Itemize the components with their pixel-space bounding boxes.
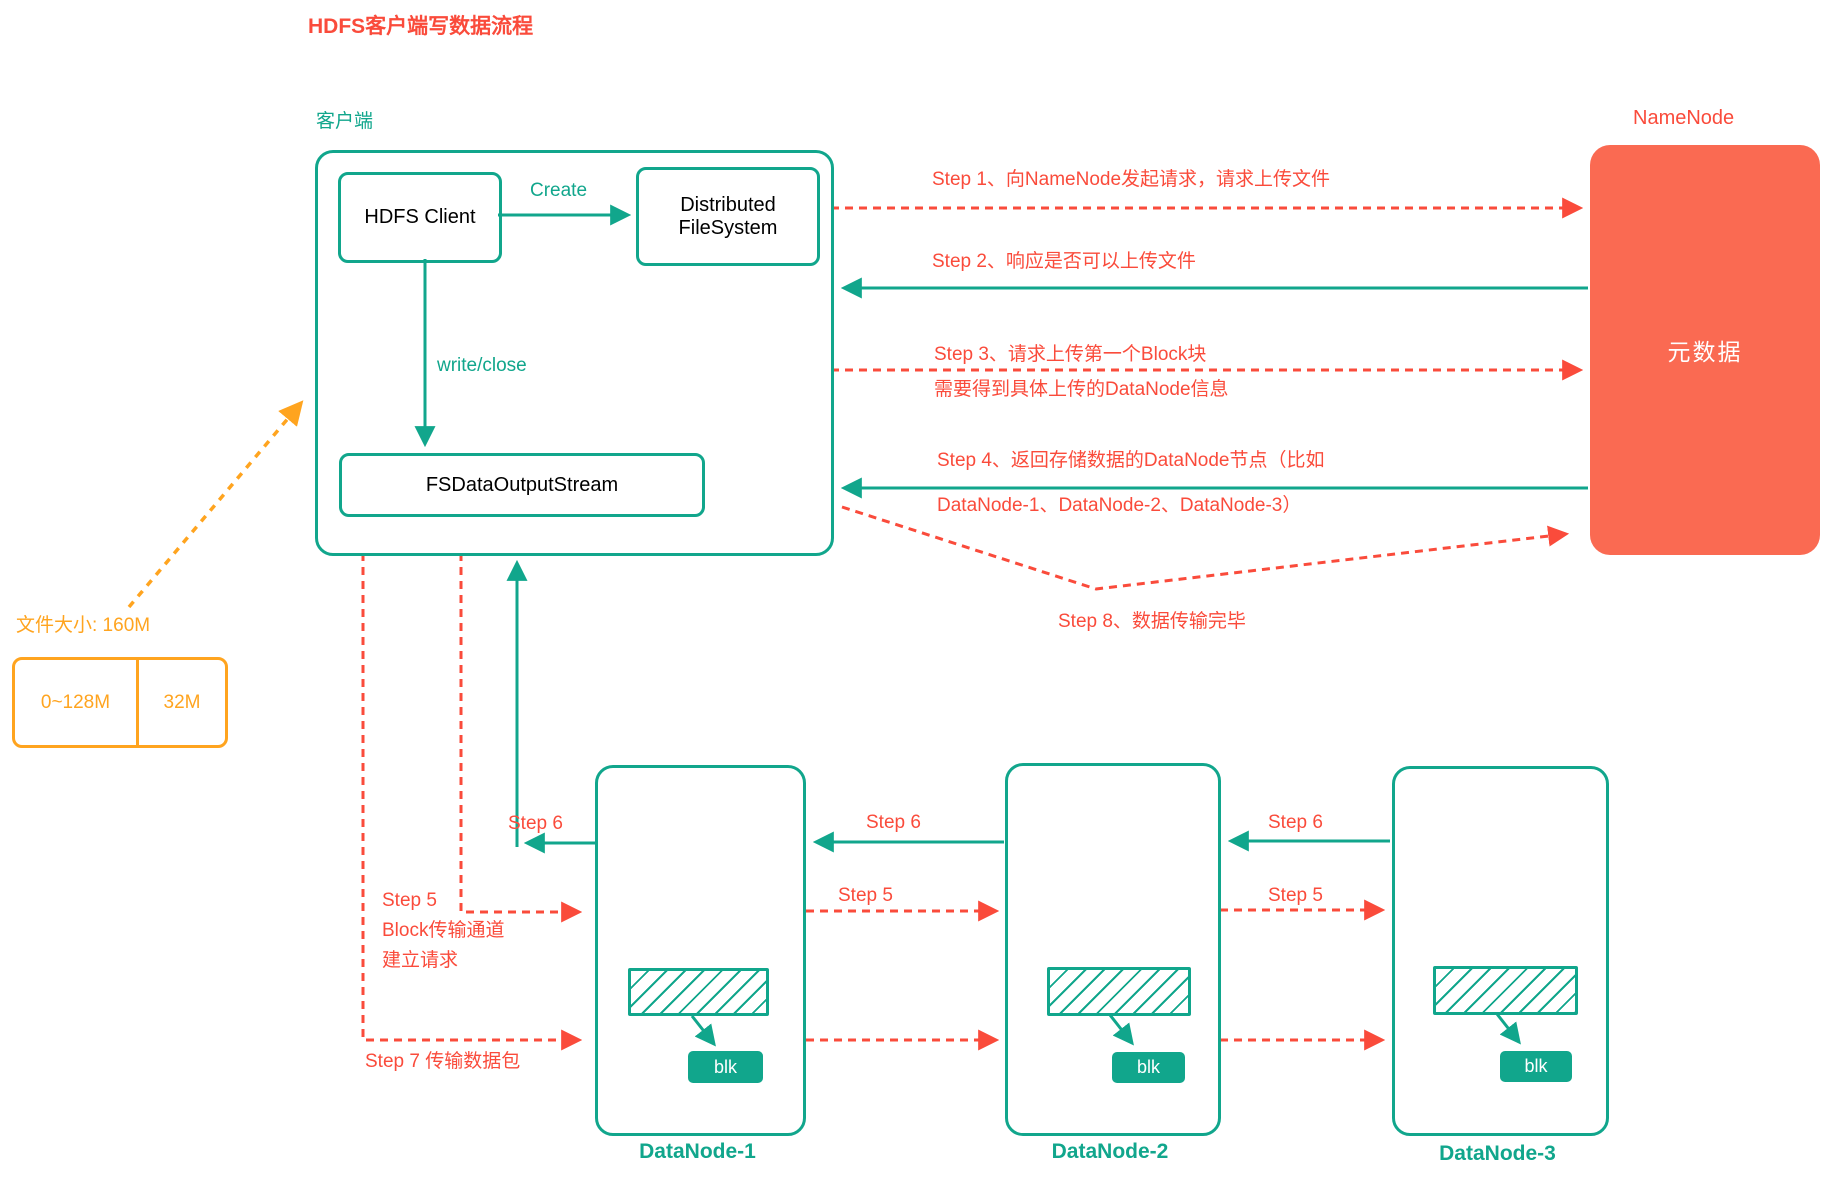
datanode-3-box [1392,766,1609,1136]
datanode-2-blk-label: blk [1136,1057,1160,1077]
datanode-1-blk-label: blk [713,1056,737,1077]
hdfs-client-box: HDFS Client [338,172,502,263]
step8-label: Step 8、数据传输完毕 [1058,611,1246,632]
datanode-3-block-slot [1433,966,1578,1015]
create-label: Create [530,180,588,201]
step5-arrow-client-to-dn1 [459,553,583,923]
step7-label: Step 7 传输数据包 [365,1051,521,1072]
namenode-label: NameNode [1633,107,1735,129]
step5-label-2: Step 5 [838,885,893,906]
blk-arrow-dn3 [1495,1013,1521,1045]
page-title: HDFS客户端写数据流程 [308,15,534,38]
blk-arrow-dn1 [690,1015,716,1047]
dfs-label-line2: FileSystem [678,216,778,239]
namenode-box: 元数据 [1590,145,1820,555]
file-size-label: 文件大小: 160M [16,615,151,636]
datanode-2-block-slot [1047,967,1191,1016]
file-blocks-box: 0~128M 32M [12,657,228,748]
step3-label-line2: 需要得到具体上传的DataNode信息 [934,379,1229,400]
datanode-3-blk-box: blk [1500,1051,1572,1082]
datanode-1-box [595,765,806,1136]
file-block-0-128: 0~128M [15,660,139,745]
step5-detail-line2: 建立请求 [382,950,459,971]
distributed-filesystem-box: Distributed FileSystem [636,167,820,266]
step4-label-line2: DataNode-1、DataNode-2、DataNode-3） [937,495,1302,516]
step6-label-1: Step 6 [508,813,563,834]
client-group-label: 客户端 [316,111,374,132]
fsdos-label: FSDataOutputStream [425,473,619,496]
step1-label: Step 1、向NameNode发起请求，请求上传文件 [932,169,1331,190]
datanode-1-blk-box: blk [688,1051,763,1083]
datanode-2-blk-box: blk [1112,1052,1185,1083]
step5-label-3: Step 5 [1268,885,1323,906]
step2-label: Step 2、响应是否可以上传文件 [932,251,1196,272]
step3-label-line1: Step 3、请求上传第一个Block块 [934,344,1207,365]
step4-label-line1: Step 4、返回存储数据的DataNode节点（比如 [937,450,1325,471]
datanode-3-label: DataNode-3 [1439,1142,1556,1165]
datanode-2-label: DataNode-2 [1051,1140,1169,1163]
dfs-label-line1: Distributed [680,193,776,216]
step5-detail-line1: Block传输通道 [382,920,505,941]
datanode-1-block-slot [628,968,769,1016]
hdfs-client-label: HDFS Client [364,206,476,228]
datanode-1-label: DataNode-1 [639,1140,756,1163]
datanode-3-blk-label: blk [1524,1056,1548,1076]
file-block-32: 32M [163,691,201,713]
step7-arrow-client-to-dn1 [361,553,583,1051]
namenode-content-label: 元数据 [1667,339,1743,365]
write-close-label: write/close [437,355,527,376]
step6-label-2: Step 6 [866,812,921,833]
blk-arrow-dn2 [1108,1014,1134,1046]
fsdataoutputstream-box: FSDataOutputStream [339,453,705,517]
file-size-annotation-arrow [127,400,304,609]
datanode-2-box [1005,763,1221,1136]
step8-arrow [841,505,1570,591]
step6-label-3: Step 6 [1268,812,1323,833]
step5-label-1: Step 5 [382,890,437,911]
client-container-box [315,150,834,556]
